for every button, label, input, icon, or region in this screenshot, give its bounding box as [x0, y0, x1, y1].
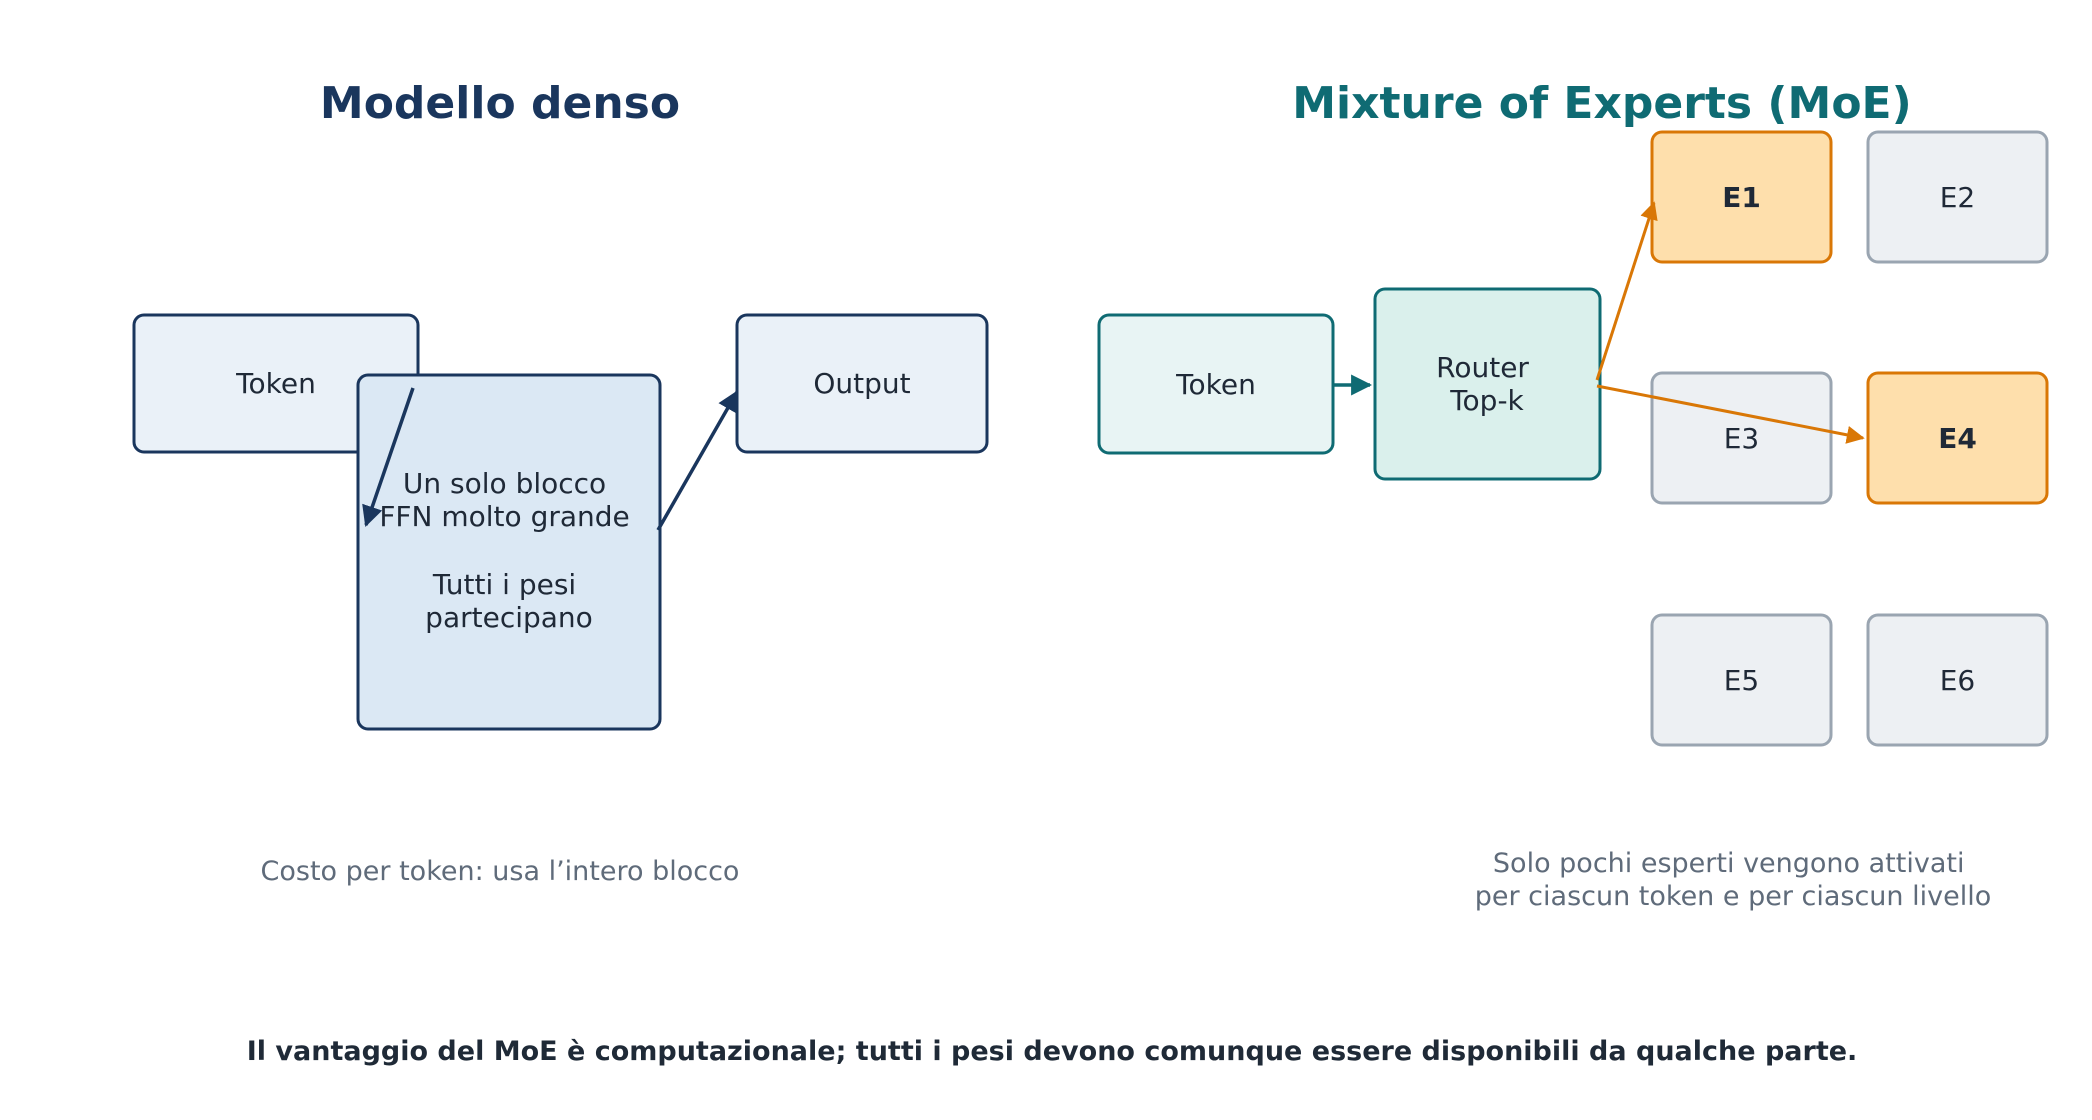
expert-e4-box [1866, 371, 2049, 505]
dense-arrow-ffn-to-output [656, 390, 739, 531]
dense-arrow-token-to-ffn [362, 387, 415, 527]
expert-e3-label: E3 [1724, 422, 1760, 455]
dense-ffn-line-2: FFN molto grande [379, 500, 629, 533]
moe-router-box [1373, 287, 1602, 481]
expert-e2-box [1866, 130, 2049, 264]
moe-title: Mixture of Experts (MoE) [1292, 78, 1911, 129]
moe-router-node: Router Top-k [1373, 287, 1602, 481]
dense-output-node: Output [735, 313, 989, 454]
expert-e1: E1 [1650, 130, 1833, 264]
dense-caption: Costo per token: usa l’intero blocco [261, 856, 740, 887]
dense-ffn-line-1: Un solo blocco [403, 467, 606, 500]
dense-section: Modello denso Token Un solo blocco FFN m… [132, 78, 989, 887]
moe-token-label: Token [1175, 368, 1256, 401]
dense-ffn-line-5: partecipano [425, 601, 593, 634]
expert-e2: E2 [1866, 130, 2049, 264]
moe-token-node: Token [1097, 313, 1335, 455]
moe-router-text: Router Top-k [1436, 351, 1538, 417]
dense-token-label: Token [235, 367, 316, 400]
dense-ffn-line-4: Tutti i pesi [432, 568, 576, 601]
expert-e6: E6 [1866, 613, 2049, 747]
expert-e2-label: E2 [1940, 181, 1976, 214]
expert-e1-label: E1 [1722, 181, 1761, 214]
moe-caption-line-2: per ciascun token e per ciascun livello [1475, 881, 1991, 912]
dense-title: Modello denso [320, 78, 680, 129]
dense-output-label: Output [813, 367, 910, 400]
expert-e5-box [1650, 613, 1833, 747]
expert-e1-box [1650, 130, 1833, 264]
moe-section: Mixture of Experts (MoE) Token Router To… [1097, 78, 2049, 912]
dense-ffn-block: Un solo blocco FFN molto grande Tutti i … [356, 373, 662, 731]
moe-caption-line-1: Solo pochi esperti vengono attivati [1493, 848, 1965, 879]
dense-output-box [735, 313, 989, 454]
expert-e4-label: E4 [1938, 422, 1977, 455]
moe-arrow-router-to-e1 [1595, 201, 1658, 381]
footer-note: Il vantaggio del MoE è computazionale; t… [247, 1036, 1858, 1067]
expert-e5-label: E5 [1724, 664, 1760, 697]
expert-e6-box [1866, 613, 2049, 747]
moe-arrow-router-to-e4 [1596, 384, 1865, 444]
expert-e4: E4 [1866, 371, 2049, 505]
dense-ffn-text: Un solo blocco FFN molto grande Tutti i … [379, 467, 638, 634]
moe-caption: Solo pochi esperti vengono attivati per … [1475, 848, 1991, 912]
moe-router-line-2: Top-k [1449, 384, 1524, 417]
expert-e3: E3 [1650, 371, 1833, 505]
expert-e5: E5 [1650, 613, 1833, 747]
dense-ffn-box [356, 373, 662, 731]
expert-e6-label: E6 [1940, 664, 1976, 697]
moe-router-line-1: Router [1436, 351, 1529, 384]
